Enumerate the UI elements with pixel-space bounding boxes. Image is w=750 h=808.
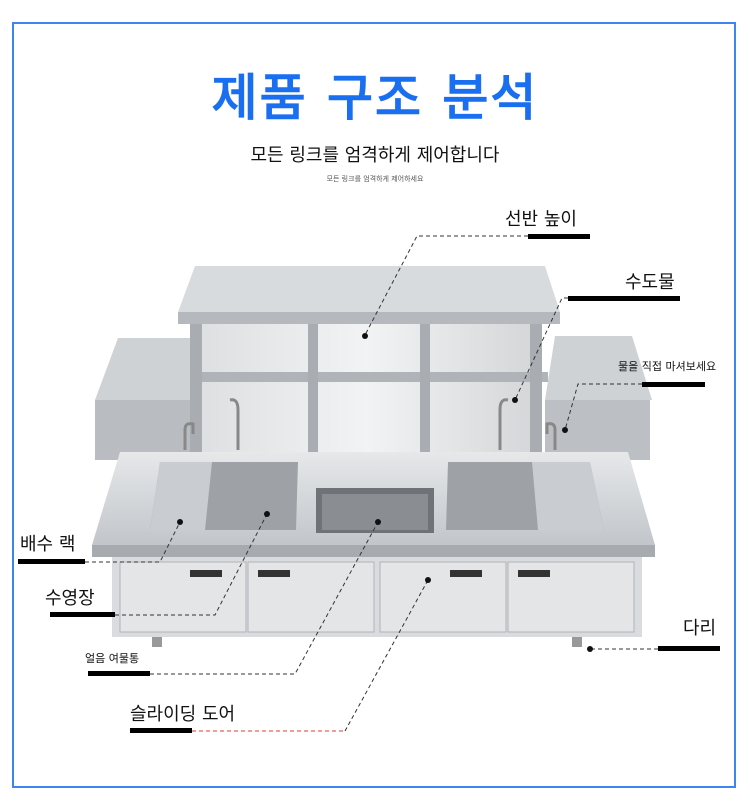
callout-bar — [658, 646, 720, 651]
callout-ice-trough: 얼음 여물통 — [85, 652, 140, 665]
page-frame — [12, 22, 736, 788]
page-title: 제품 구조 분석 — [211, 69, 539, 127]
top-shelf — [178, 266, 560, 312]
left-side-box — [95, 338, 195, 400]
callout-bar — [18, 559, 85, 564]
leg — [572, 637, 582, 647]
callout-legs: 다리 — [683, 618, 717, 639]
page-subtitle: 모든 링크를 엄격하게 제어합니다 — [250, 145, 500, 166]
callout-drain-rack: 배수 랙 — [20, 534, 76, 555]
callout-drink-directly: 물을 직접 마셔보세요 — [618, 360, 717, 373]
callout-sliding-door: 슬라이딩 도어 — [130, 704, 236, 725]
callout-bar — [130, 728, 192, 733]
callout-shelf-height: 선반 높이 — [505, 209, 577, 230]
callout-bar — [50, 612, 115, 617]
callout-bar — [568, 296, 680, 301]
callout-bar — [642, 382, 705, 387]
callout-bar — [88, 671, 150, 676]
leg — [152, 637, 162, 647]
callout-tap-water: 수도물 — [625, 272, 675, 293]
callout-pool: 수영장 — [45, 588, 95, 609]
callout-bar — [528, 234, 590, 239]
small-note: 모든 링크를 엄격하게 제어하세요 — [326, 175, 424, 183]
